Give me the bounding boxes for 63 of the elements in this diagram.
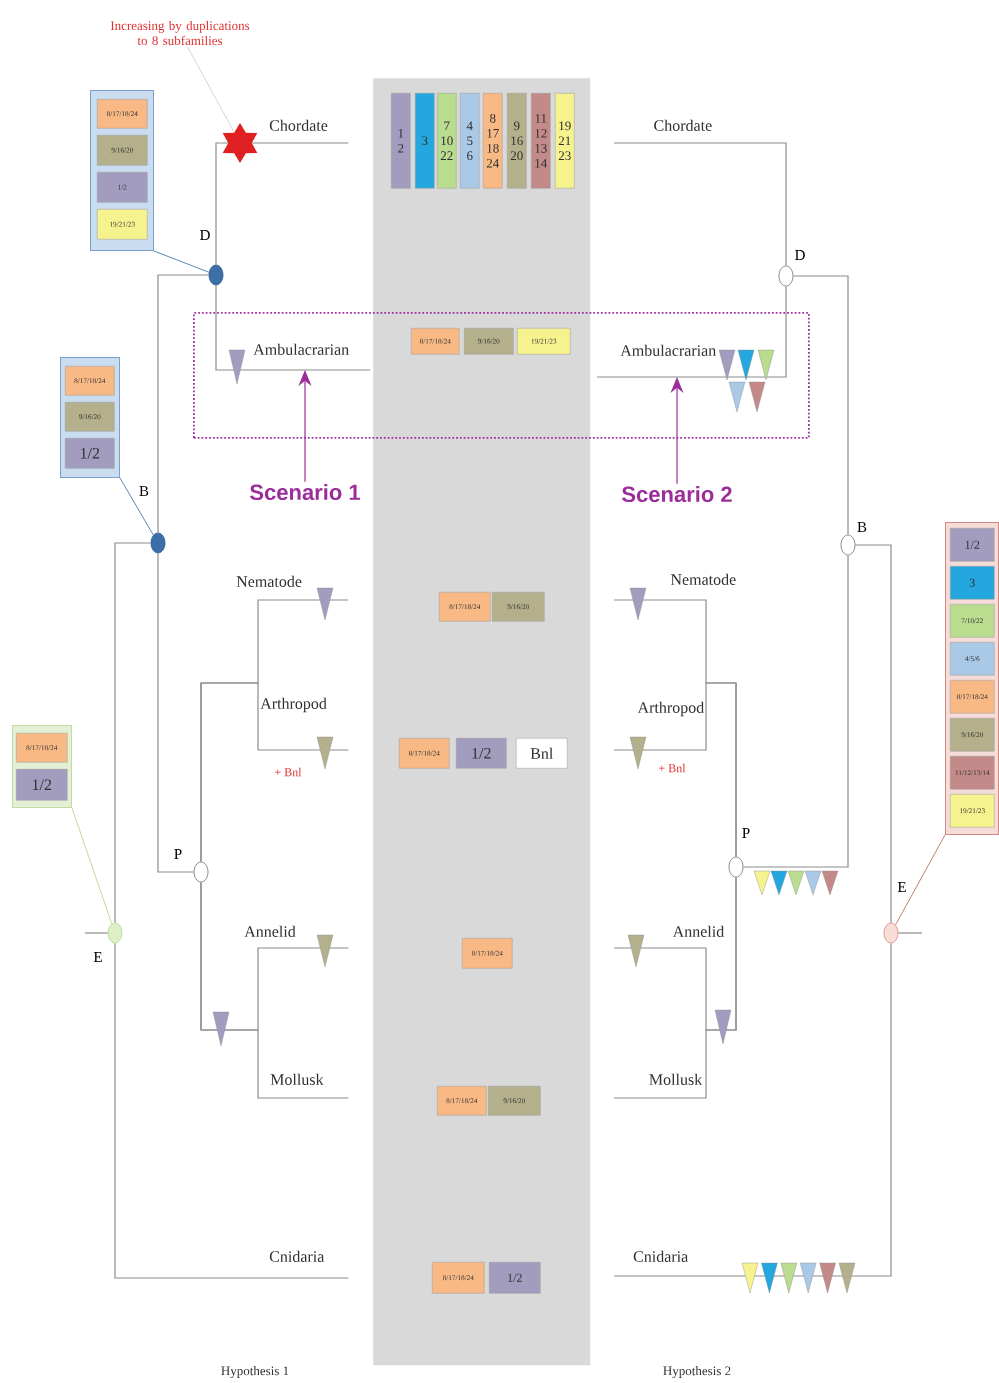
node-letter: B [139, 486, 149, 496]
tree-branch [114, 542, 152, 924]
taxon-label: Annelid [244, 925, 296, 937]
node-letter: P [742, 828, 750, 838]
tree-branch [200, 881, 349, 1099]
tree-branch [613, 142, 787, 267]
leader-line [119, 477, 154, 536]
taxon-label: Nematode [236, 575, 302, 587]
tree-branch [84, 932, 109, 934]
node-letter: D [200, 230, 210, 240]
tree-branch [742, 554, 849, 868]
taxon-label: Arthropod [260, 697, 327, 713]
tree-branch [792, 275, 849, 536]
taxon-label: Ambulacrarian [253, 343, 349, 355]
leader-line [71, 807, 113, 925]
taxon-label: Arthropod [637, 701, 704, 717]
tree-branch [613, 876, 737, 1099]
tree-branch [596, 285, 787, 378]
subfamily-column: 11 12 13 14 [531, 93, 551, 189]
node-letter: D [795, 250, 805, 260]
node-letter: E [897, 882, 906, 892]
leader-line [153, 250, 210, 273]
tree-branch [215, 142, 229, 266]
leader-line [187, 46, 235, 133]
subfamily-column: 8 17 18 24 [483, 93, 503, 189]
scenario-label: Scenario 1 [250, 483, 360, 501]
taxon-label: Chordate [654, 119, 712, 131]
subfamily-column: 7 10 22 [437, 93, 457, 189]
taxon-label: Ambulacrarian [620, 344, 716, 356]
star-marker [222, 123, 258, 163]
subfamily-column: 19 21 23 [555, 93, 575, 189]
annotation-text: Increasing by duplications to 8 subfamilies [110, 20, 250, 46]
taxon-label: Annelid [672, 925, 724, 937]
tree-branch [114, 942, 349, 1279]
subfamily-column: 4 5 6 [460, 93, 480, 189]
subfamily-column: 1 2 [391, 93, 411, 189]
tree-branch [613, 682, 737, 858]
highlight-frame [193, 312, 810, 439]
subfamily-column: 3 [415, 93, 435, 189]
tree-branch [613, 942, 892, 1277]
gene-label: + Bnl [659, 763, 686, 773]
taxon-label: Nematode [670, 573, 736, 585]
scenario-label: Scenario 2 [622, 485, 732, 503]
node-letter: B [857, 522, 867, 532]
taxon-label: Mollusk [270, 1073, 324, 1085]
gene-label: + Bnl [275, 767, 302, 777]
tree-branch [157, 552, 195, 873]
taxon-label: Cnidaria [633, 1250, 688, 1262]
tree-branch [200, 682, 349, 863]
taxon-label: Chordate [269, 119, 328, 131]
taxon-label: Mollusk [649, 1073, 703, 1085]
tree-branch [215, 284, 371, 371]
taxon-label: Cnidaria [269, 1250, 325, 1262]
subfamily-column: 9 16 20 [507, 93, 527, 189]
tree-branch [251, 142, 349, 144]
tree-branch [157, 274, 210, 534]
tree-branch [854, 544, 892, 924]
leader-line [895, 834, 946, 926]
node-letter: E [93, 952, 102, 962]
tree-branch [897, 932, 923, 934]
node-letter: P [174, 849, 182, 859]
hypothesis-label: Hypothesis 1 [221, 1366, 289, 1378]
hypothesis-label: Hypothesis 2 [663, 1366, 731, 1378]
